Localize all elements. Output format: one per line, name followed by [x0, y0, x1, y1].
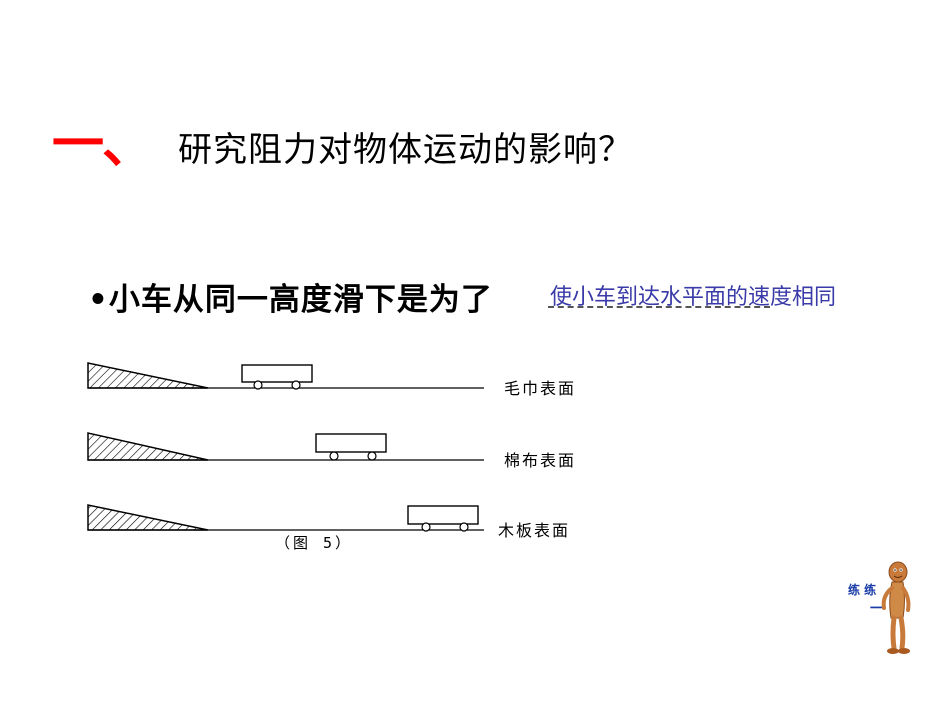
ramp-1 — [87, 362, 209, 389]
towel-surface-row — [87, 362, 484, 390]
cartoon-figure-icon[interactable] — [876, 560, 916, 656]
cart-1-wheel-right — [291, 380, 301, 390]
cart-3-wheel-right — [459, 522, 469, 532]
section-number: 一、 — [52, 115, 154, 175]
ramp-2 — [87, 432, 209, 461]
ramp-3 — [87, 504, 209, 531]
question-text: •小车从同一高度滑下是为了 — [88, 282, 493, 318]
answer-blank — [548, 306, 770, 308]
cart-3 — [407, 505, 479, 525]
cart-2-wheel-right — [367, 451, 377, 461]
page-title: 研究阻力对物体运动的影响？ — [178, 130, 633, 170]
figure-caption: （图 5） — [275, 534, 354, 552]
cart-2 — [315, 433, 387, 453]
practice-label[interactable]: 练 练 — [848, 583, 877, 597]
experiment-diagram: 毛巾表面 棉布表面 木板表面 — [87, 362, 576, 540]
practice-sub-label[interactable]: 一 — [870, 601, 884, 617]
answer-text: 使小车到达水平面的速度相同 — [550, 285, 837, 310]
surface-label-towel: 毛巾表面 — [504, 379, 576, 398]
cart-3-wheel-left — [421, 522, 431, 532]
surface-label-cotton: 棉布表面 — [504, 451, 576, 470]
cotton-surface-row — [87, 432, 484, 461]
cart-2-wheel-left — [329, 451, 339, 461]
cart-1-wheel-left — [253, 380, 263, 390]
wood-surface-row — [87, 504, 484, 532]
surface-label-wood: 木板表面 — [498, 521, 570, 540]
cart-1 — [241, 364, 313, 383]
